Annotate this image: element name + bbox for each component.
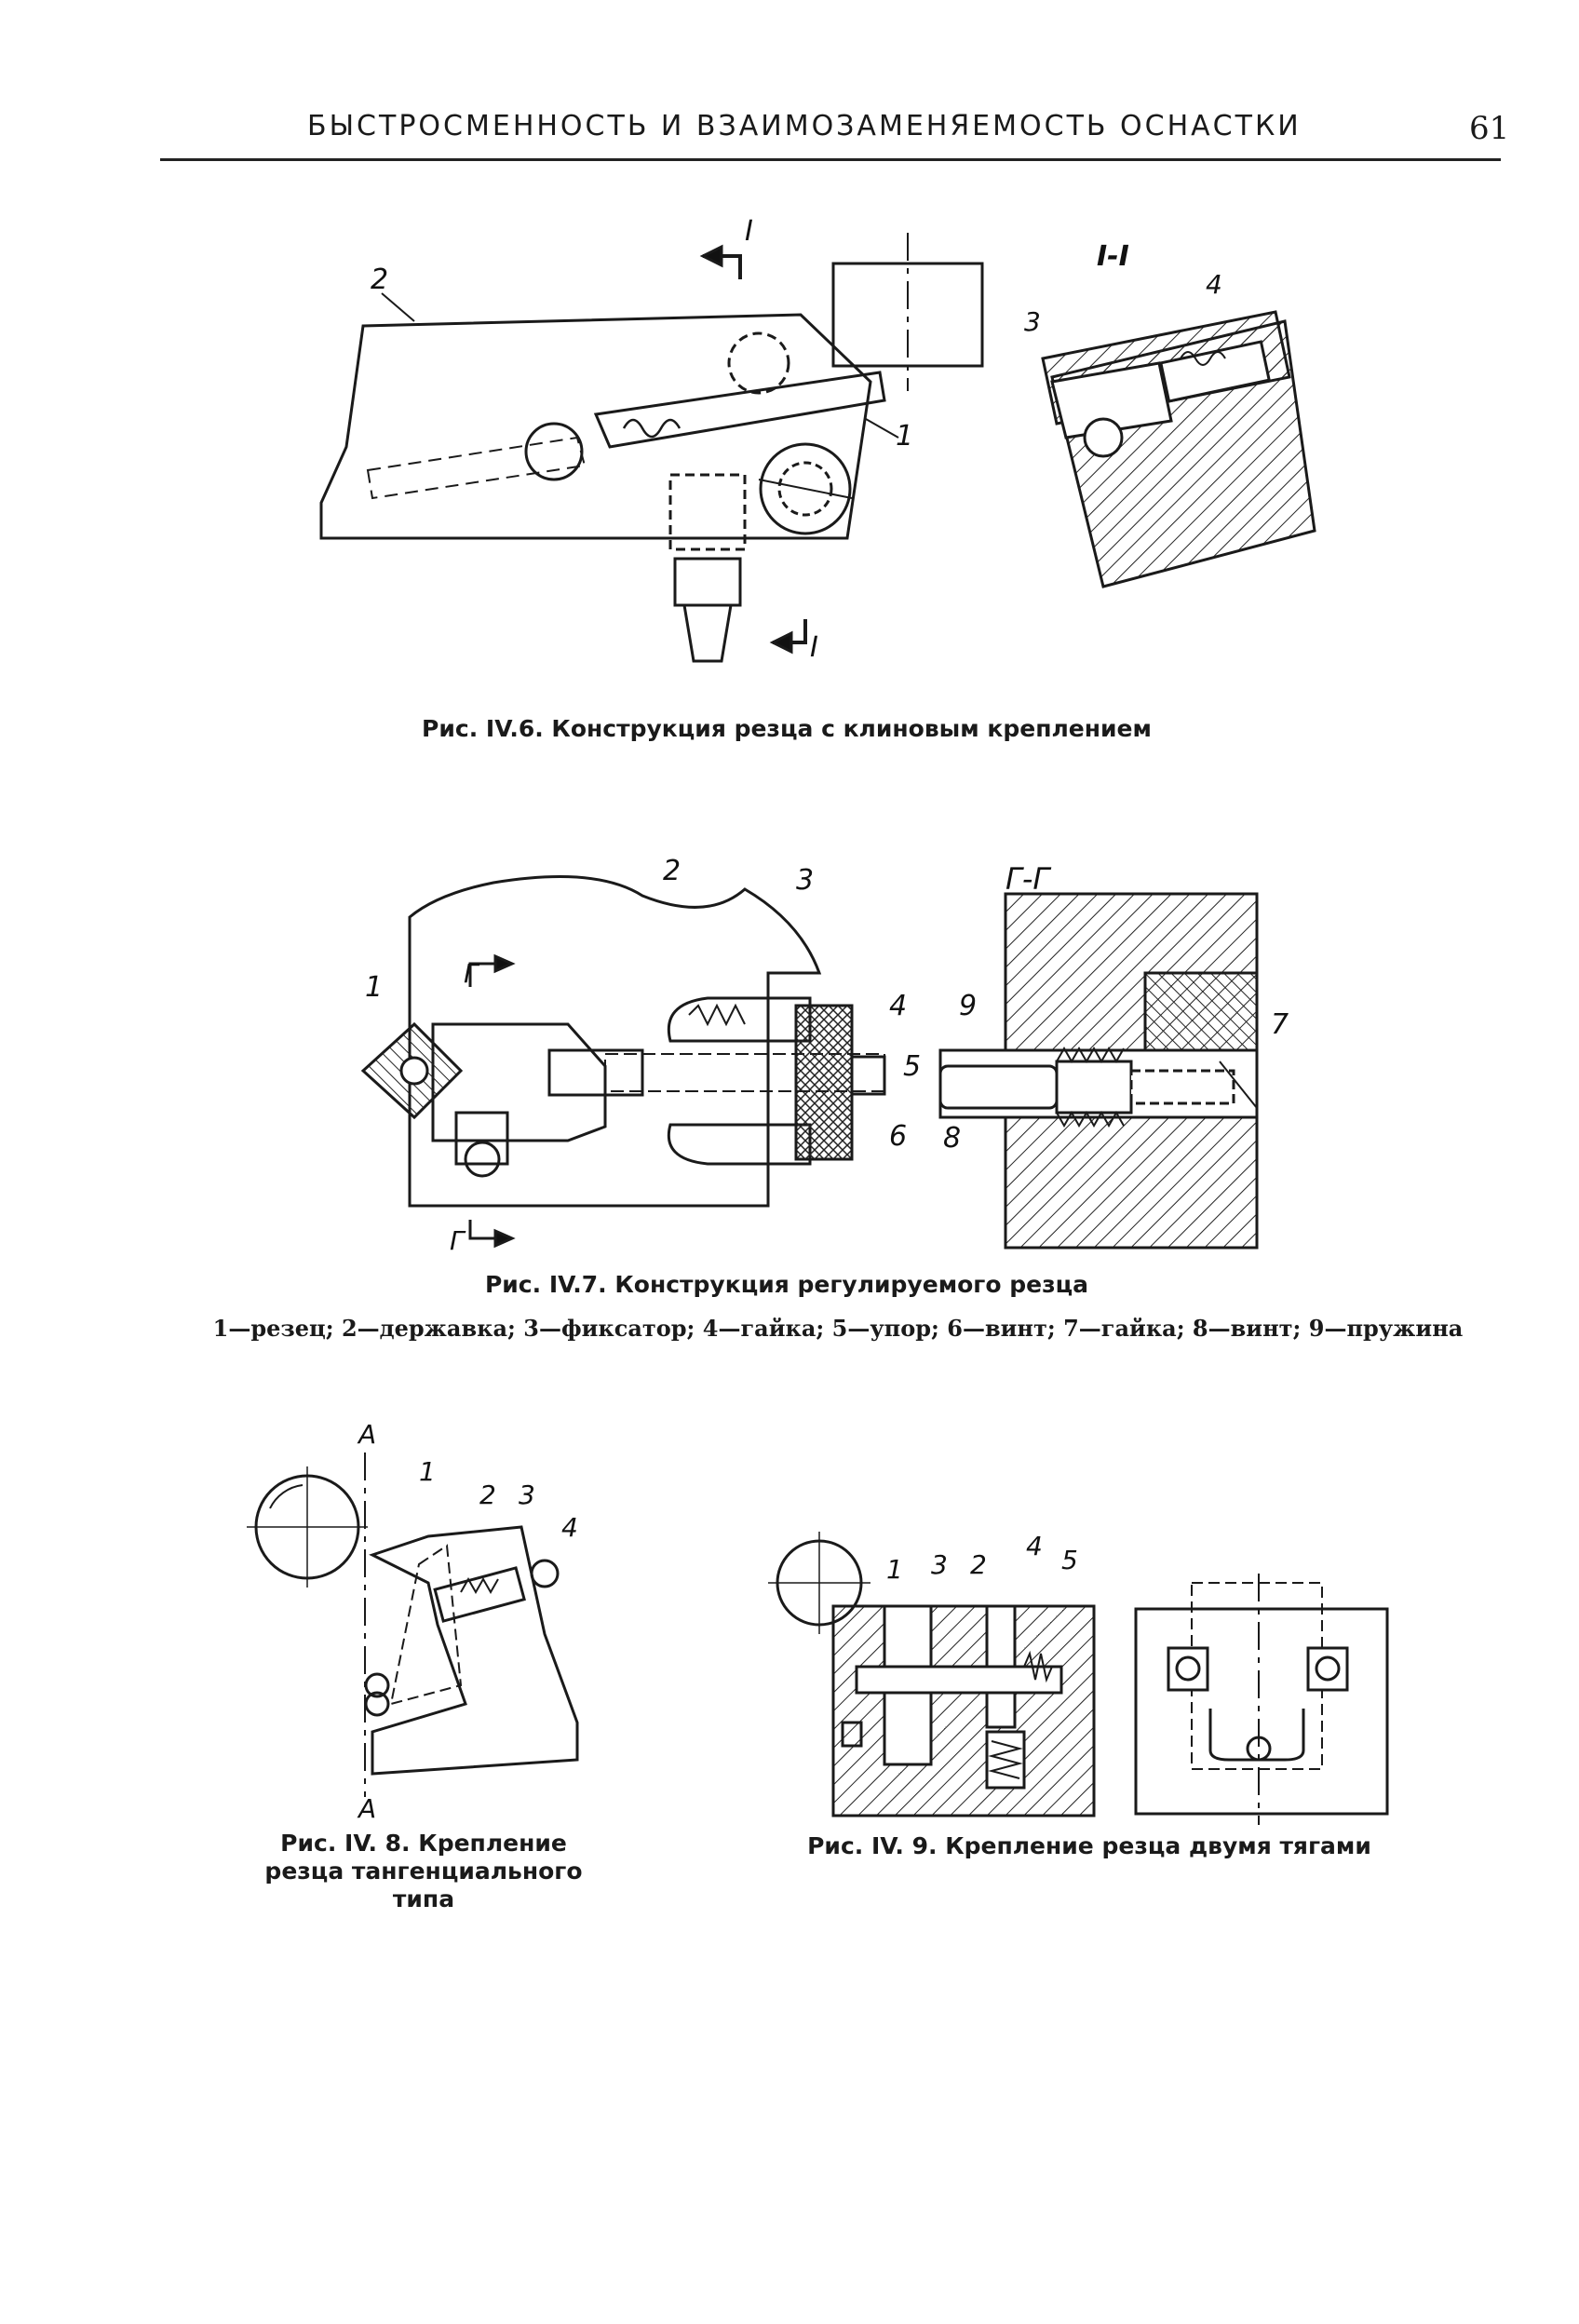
fig6-label-sec-view: I-I: [1097, 240, 1129, 273]
fig8-caption-line1: Рис. IV. 8. Крепление: [280, 1830, 567, 1857]
fig8-caption-line3: типа: [392, 1885, 455, 1912]
fig8-label-4: 4: [561, 1512, 578, 1543]
fig7-label-3: 3: [796, 864, 814, 897]
fig6-label-4: 4: [1206, 269, 1222, 300]
fig6-section-view: [1041, 310, 1316, 588]
fig7-label-9: 9: [959, 990, 977, 1022]
fig7-label-1: 1: [365, 971, 383, 1004]
fig6-label-sec-top: I: [745, 215, 753, 248]
fig7-label-7: 7: [1271, 1008, 1289, 1041]
fig6-label-sec-bottom: I: [810, 631, 818, 664]
fig7-label-6: 6: [889, 1120, 907, 1153]
fig7-label-4: 4: [889, 990, 907, 1022]
fig9-label-3: 3: [931, 1549, 948, 1580]
fig7-label-2: 2: [663, 855, 681, 887]
fig8-label-a-bottom: А: [357, 1793, 376, 1824]
page-number: 61: [1469, 110, 1510, 147]
fig6-drawing: [319, 233, 984, 663]
fig8-drawing: [247, 1452, 579, 1797]
fig7-label-8: 8: [943, 1122, 961, 1155]
fig8-label-1: 1: [419, 1456, 436, 1487]
fig7-label-g-top: Г: [464, 958, 480, 989]
fig7-legend: 1—резец; 2—державка; 3—фиксатор; 4—гайка…: [212, 1315, 1464, 1342]
fig9-drawing: [768, 1532, 1389, 1825]
fig9-caption: Рис. IV. 9. Крепление резца двумя тягами: [807, 1832, 1371, 1859]
fig8-label-3: 3: [519, 1480, 535, 1510]
fig7-section-view: [938, 892, 1259, 1250]
fig9-label-5: 5: [1061, 1545, 1078, 1575]
fig7-label-5: 5: [903, 1050, 921, 1083]
header-rule: [160, 158, 1501, 161]
fig7-label-section: Г-Г: [1005, 861, 1051, 897]
fig7-label-g-bottom: Г: [450, 1225, 466, 1256]
fig9-label-2: 2: [970, 1549, 987, 1580]
fig8-caption-line2: резца тангенциального: [264, 1858, 583, 1885]
fig6-label-2: 2: [371, 263, 388, 296]
fig6-caption: Рис. IV.6. Конструкция резца с клиновым …: [422, 715, 1152, 742]
fig7-caption: Рис. IV.7. Конструкция регулируемого рез…: [484, 1271, 1089, 1298]
fig6-holder: [319, 313, 872, 540]
fig8-label-2: 2: [479, 1480, 496, 1510]
fig6-label-3: 3: [1024, 306, 1041, 337]
fig9-label-4: 4: [1026, 1531, 1043, 1561]
running-title: БЫСТРОСМЕННОСТЬ И ВЗАИМОЗАМЕНЯЕМОСТЬ ОСН…: [307, 110, 1302, 142]
fig6-label-1: 1: [896, 420, 913, 453]
fig7-drawing: [360, 875, 886, 1249]
fig8-label-a-top: А: [357, 1419, 376, 1450]
fig9-label-1: 1: [886, 1554, 903, 1585]
